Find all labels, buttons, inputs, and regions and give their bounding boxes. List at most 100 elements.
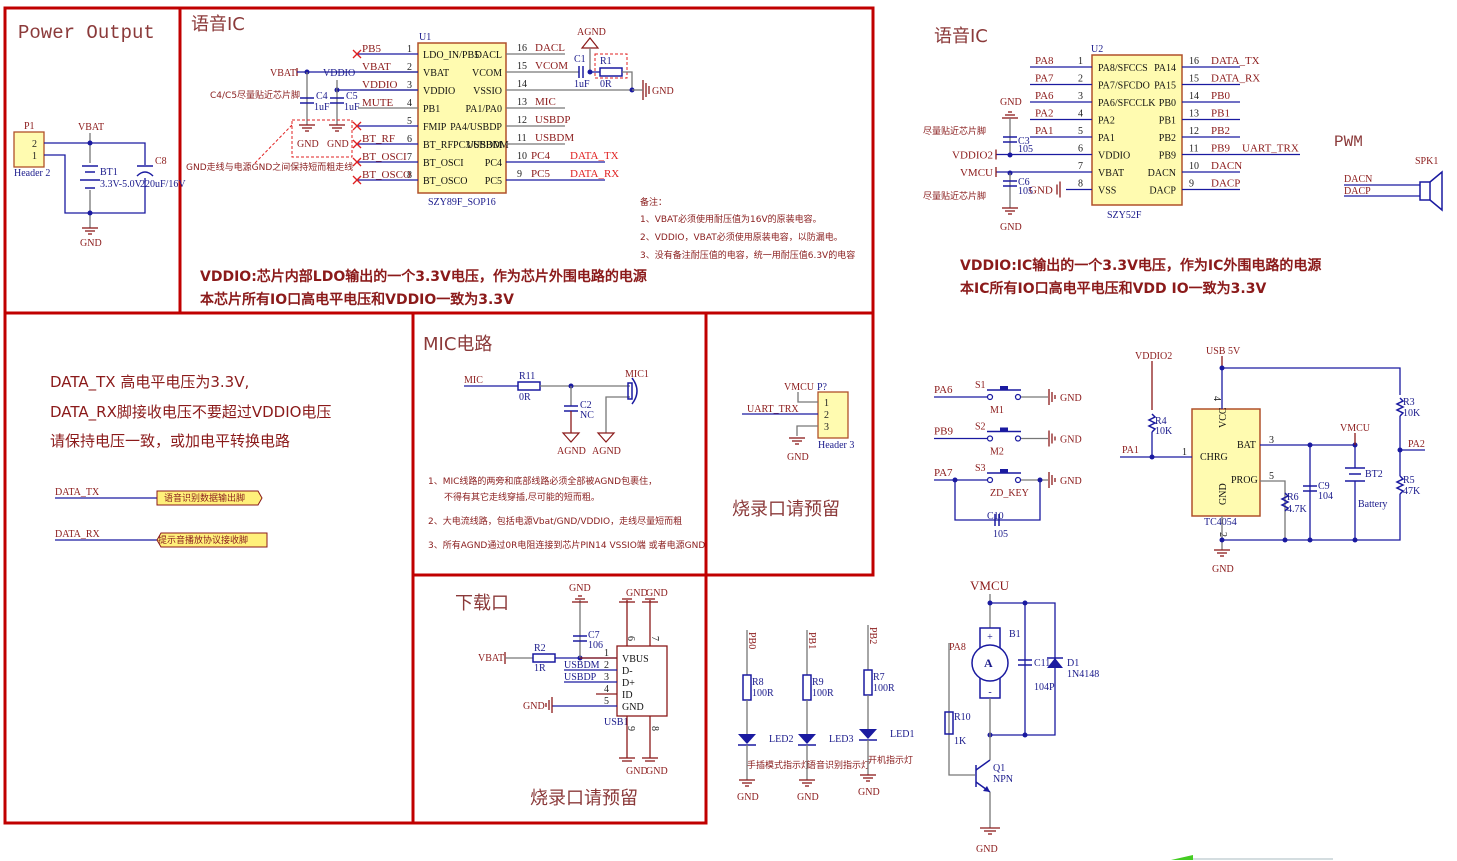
u2-net-label: PA7 (1035, 73, 1054, 85)
c5-ref: C5 (346, 91, 358, 102)
data-rx-net: DATA_RX (55, 529, 101, 540)
led-ref: LED3 (829, 734, 853, 745)
u2-pin-num: 15 (1189, 74, 1199, 85)
mic-title: MIC电路 (423, 334, 492, 355)
npn-transistor-q1-icon (975, 759, 991, 793)
tx-port-label: 语音识别数据输出脚 (164, 492, 245, 504)
u2-pin-num: 16 (1189, 56, 1199, 67)
r1-highlight-box (594, 53, 628, 79)
led-res-ref: R7 (873, 672, 885, 683)
u1-pin-num: 1 (407, 44, 412, 55)
u2-pin-name: PA8/SFCCS (1098, 63, 1148, 74)
note-leader (254, 124, 293, 164)
ground-icon (572, 595, 588, 603)
ground-icon (1002, 207, 1018, 215)
key-gnd-label: GND (1060, 476, 1082, 487)
led-res-ref: R8 (752, 677, 764, 688)
c10-ref: C10 (987, 511, 1004, 522)
junction (987, 600, 993, 606)
motor-b1-icon: + - (971, 627, 1009, 699)
led-desc: 语音识别指示灯 (807, 759, 870, 771)
pwm-title: PWM (1334, 133, 1363, 151)
u2-pin-num: 4 (1078, 109, 1083, 120)
u2-pin-name: DACN (1148, 168, 1176, 179)
svg-text:+: + (987, 632, 993, 643)
u1-pin-num: 4 (407, 98, 412, 109)
c9-value: 104 (1318, 491, 1333, 502)
mic-agnd-label: AGND (557, 446, 586, 457)
agnd-icon (580, 37, 600, 49)
key-name: M1 (990, 405, 1004, 416)
u2-net-label: PB1 (1211, 108, 1230, 120)
junction (1022, 732, 1028, 738)
u1-pin-num: 6 (407, 134, 412, 145)
c9-ref: C9 (1318, 481, 1330, 492)
header3-body (817, 391, 849, 439)
no-connect-icon (352, 157, 362, 167)
tc-gnd-label: GND (1212, 564, 1234, 575)
r4-ref: R4 (1155, 416, 1167, 427)
switch-button (1000, 427, 1008, 432)
c1-value: 1uF (574, 79, 590, 90)
tc-vddio2: VDDIO2 (1135, 351, 1172, 362)
led-res-value: 100R (752, 688, 774, 699)
c6-ref: C6 (1018, 177, 1030, 188)
agnd-icon (596, 432, 616, 443)
gnd-label: GND (297, 139, 319, 150)
u1-net-label: USBDP (535, 114, 570, 126)
switch-contact (1014, 393, 1022, 401)
u2-pin-num: 2 (1078, 74, 1083, 85)
led-desc: 手插模式指示灯 (747, 759, 810, 771)
u2-pin-num: 9 (1189, 179, 1194, 190)
u2-net-label: DATA_TX (1211, 55, 1260, 67)
u2-net-label: PB2 (1211, 125, 1230, 137)
no-connect-icon (352, 175, 362, 185)
u1-pin-num: 14 (517, 79, 527, 90)
gnd-highlight-box (291, 119, 353, 158)
frame-download (411, 573, 708, 825)
motor-vmcu: VMCU (970, 578, 1010, 593)
data-note-2: DATA_RX脚接收电压不要超过VDDIO电压 (50, 403, 331, 422)
usb-pin-6: 6 (625, 636, 636, 641)
diode-d1-icon (1047, 658, 1063, 668)
u2-pin-name: PA15 (1154, 81, 1176, 92)
r5-ref: R5 (1403, 475, 1415, 486)
c10-value: 105 (993, 529, 1008, 540)
c7-value: 106 (588, 640, 603, 651)
u2-gnd-top: GND (1000, 97, 1022, 108)
c4-ref: C4 (316, 91, 328, 102)
resistor-r3-icon (1395, 397, 1405, 417)
capacitor-c8-icon (136, 165, 154, 177)
r10-ref: R10 (954, 712, 971, 723)
led-net-label: PB2 (867, 627, 878, 644)
led-icon (859, 729, 877, 739)
u2-ext-net: UART_TRX (1242, 143, 1299, 155)
d1-ref: D1 (1067, 658, 1079, 669)
p-ref: P? (817, 382, 828, 393)
u2-pin-num: 7 (1078, 161, 1083, 172)
u1-desc-line2: 本芯片所有IO口高电平电压和VDDIO一致为3.3V (200, 291, 514, 308)
resistor-icon (863, 669, 873, 696)
ground-icon (1048, 389, 1056, 405)
u1-net-label: BT_OSCO (362, 169, 411, 181)
led-gnd-label: GND (858, 787, 880, 798)
u2-cap-note-1: 尽量贴近芯片脚 (923, 125, 986, 137)
battery-bt2-icon (1345, 467, 1365, 482)
u1-pin-name: BT_OSCI (423, 158, 464, 169)
u2-desc-line1: VDDIO:IC输出的一个3.3V电压，作为IC外围电路的电源 (960, 257, 1321, 274)
r2-value: 1R (534, 663, 546, 674)
u1-pin-name: BT_RFPC3/USBDM (423, 140, 509, 151)
junction (1352, 537, 1358, 543)
header-ref: P1 (24, 121, 35, 132)
c11-value: 104P (1034, 682, 1055, 693)
gnd-routing-note: GND走线与电源GND之间保持短而粗走线 (186, 161, 353, 173)
u2-pin-name: PA2 (1098, 116, 1115, 127)
key-net-label: PA7 (934, 467, 953, 479)
u1-gnd-label: GND (652, 86, 674, 97)
mic-net: MIC (464, 375, 483, 386)
usb-pin-7: 7 (649, 636, 660, 641)
u2-cap-note-2: 尽量贴近芯片脚 (923, 190, 986, 202)
capacitor-c1-icon (578, 66, 584, 78)
key-gnd-label: GND (1060, 393, 1082, 404)
